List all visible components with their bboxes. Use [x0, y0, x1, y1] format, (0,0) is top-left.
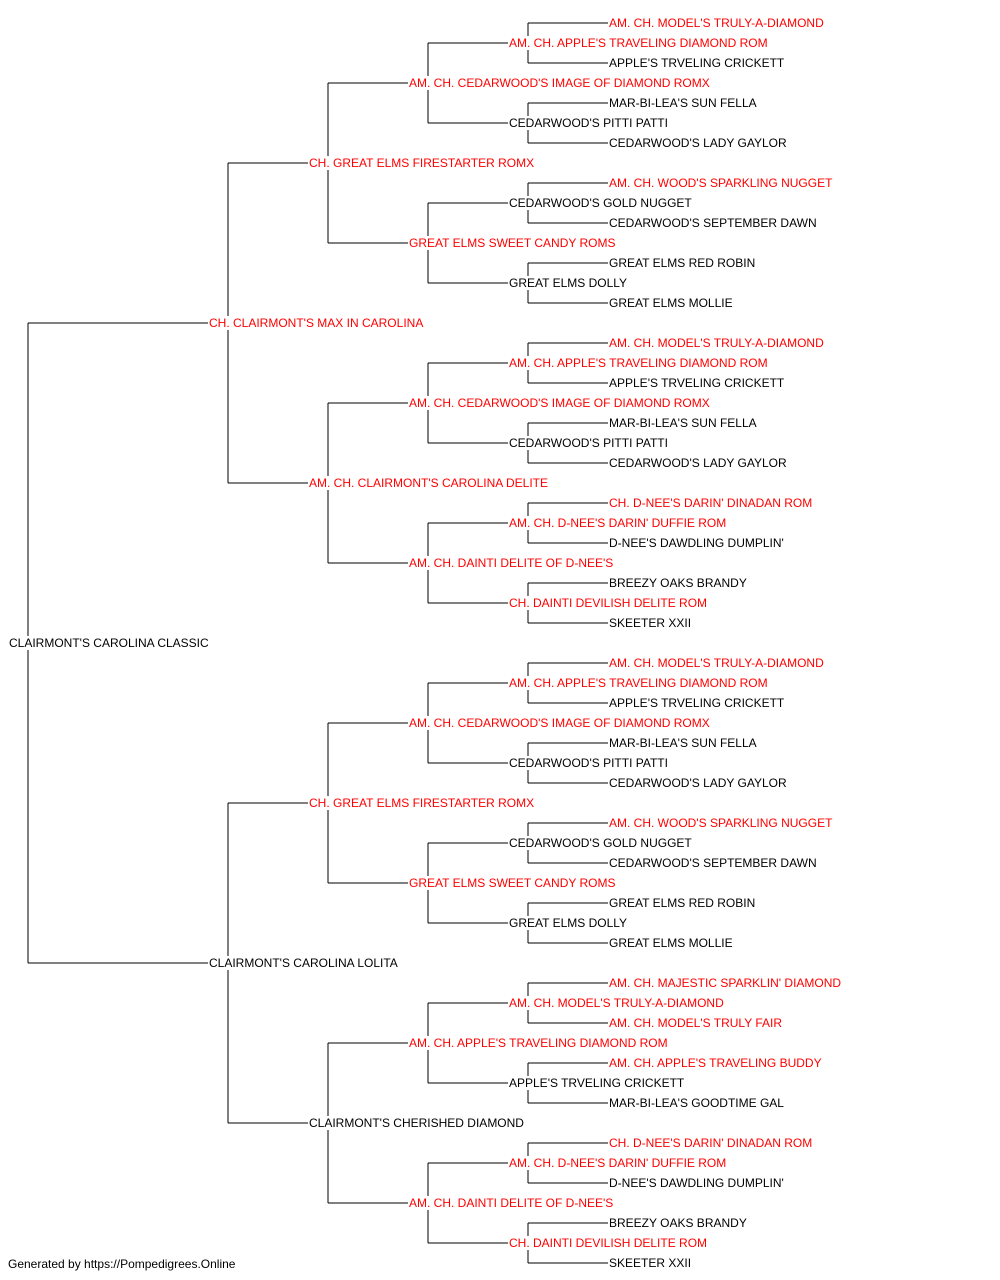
dam-name: CH. DAINTI DEVILISH DELITE ROM: [508, 1236, 709, 1250]
dam-name: AM. CH. CLAIRMONT'S CAROLINA DELITE: [308, 476, 549, 490]
dam-name: APPLE'S TRVELING CRICKETT: [608, 376, 786, 390]
sire-name: AM. CH. D-NEE'S DARIN' DUFFIE ROM: [508, 516, 728, 530]
dam-name: SKEETER XXII: [608, 1256, 693, 1270]
dam-name: AM. CH. DAINTI DELITE OF D-NEE'S: [408, 1196, 615, 1210]
sire-name: AM. CH. MODEL'S TRULY-A-DIAMOND: [608, 16, 825, 30]
sire-name: BREEZY OAKS BRANDY: [608, 576, 748, 590]
sire-name: CH. GREAT ELMS FIRESTARTER ROMX: [308, 796, 536, 810]
sire-name: AM. CH. CEDARWOOD'S IMAGE OF DIAMOND ROM…: [408, 396, 711, 410]
sire-name: AM. CH. APPLE'S TRAVELING BUDDY: [608, 1056, 823, 1070]
sire-name: MAR-BI-LEA'S SUN FELLA: [608, 416, 758, 430]
sire-name: MAR-BI-LEA'S SUN FELLA: [608, 96, 758, 110]
dam-name: GREAT ELMS MOLLIE: [608, 936, 734, 950]
sire-name: AM. CH. WOOD'S SPARKLING NUGGET: [608, 176, 834, 190]
sire-name: AM. CH. WOOD'S SPARKLING NUGGET: [608, 816, 834, 830]
dam-name: GREAT ELMS MOLLIE: [608, 296, 734, 310]
dam-name: D-NEE'S DAWDLING DUMPLIN': [608, 1176, 785, 1190]
sire-name: CEDARWOOD'S GOLD NUGGET: [508, 836, 693, 850]
sire-name: CEDARWOOD'S GOLD NUGGET: [508, 196, 693, 210]
sire-name: AM. CH. MODEL'S TRULY-A-DIAMOND: [608, 656, 825, 670]
sire-name: CH. D-NEE'S DARIN' DINADAN ROM: [608, 496, 814, 510]
dam-name: APPLE'S TRVELING CRICKETT: [608, 696, 786, 710]
dam-name: GREAT ELMS SWEET CANDY ROMS: [408, 876, 617, 890]
dam-name: GREAT ELMS DOLLY: [508, 916, 629, 930]
dam-name: CEDARWOOD'S SEPTEMBER DAWN: [608, 216, 818, 230]
dam-name: AM. CH. DAINTI DELITE OF D-NEE'S: [408, 556, 615, 570]
sire-name: AM. CH. MODEL'S TRULY-A-DIAMOND: [608, 336, 825, 350]
sire-name: CH. D-NEE'S DARIN' DINADAN ROM: [608, 1136, 814, 1150]
sire-name: AM. CH. CEDARWOOD'S IMAGE OF DIAMOND ROM…: [408, 716, 711, 730]
dam-name: CEDARWOOD'S LADY GAYLOR: [608, 456, 788, 470]
footer-credit: Generated by https://Pompedigrees.Online: [8, 1257, 236, 1271]
sire-name: MAR-BI-LEA'S SUN FELLA: [608, 736, 758, 750]
sire-name: AM. CH. MODEL'S TRULY-A-DIAMOND: [508, 996, 725, 1010]
dam-name: D-NEE'S DAWDLING DUMPLIN': [608, 536, 785, 550]
dam-name: SKEETER XXII: [608, 616, 693, 630]
sire-name: AM. CH. APPLE'S TRAVELING DIAMOND ROM: [508, 676, 769, 690]
sire-name: AM. CH. APPLE'S TRAVELING DIAMOND ROM: [408, 1036, 669, 1050]
dam-name: CLAIRMONT'S CAROLINA LOLITA: [208, 956, 399, 970]
sire-name: AM. CH. D-NEE'S DARIN' DUFFIE ROM: [508, 1156, 728, 1170]
dam-name: CH. DAINTI DEVILISH DELITE ROM: [508, 596, 709, 610]
sire-name: CH. CLAIRMONT'S MAX IN CAROLINA: [208, 316, 425, 330]
dam-name: CEDARWOOD'S LADY GAYLOR: [608, 136, 788, 150]
sire-name: AM. CH. APPLE'S TRAVELING DIAMOND ROM: [508, 356, 769, 370]
dam-name: CEDARWOOD'S PITTI PATTI: [508, 436, 669, 450]
subject-dog-name: CLAIRMONT'S CAROLINA CLASSIC: [8, 636, 210, 650]
dam-name: CEDARWOOD'S LADY GAYLOR: [608, 776, 788, 790]
sire-name: CH. GREAT ELMS FIRESTARTER ROMX: [308, 156, 536, 170]
sire-name: BREEZY OAKS BRANDY: [608, 1216, 748, 1230]
sire-name: AM. CH. CEDARWOOD'S IMAGE OF DIAMOND ROM…: [408, 76, 711, 90]
dam-name: CEDARWOOD'S PITTI PATTI: [508, 756, 669, 770]
sire-name: AM. CH. APPLE'S TRAVELING DIAMOND ROM: [508, 36, 769, 50]
dam-name: MAR-BI-LEA'S GOODTIME GAL: [608, 1096, 785, 1110]
dam-name: AM. CH. MODEL'S TRULY FAIR: [608, 1016, 783, 1030]
sire-name: GREAT ELMS RED ROBIN: [608, 256, 757, 270]
dam-name: CEDARWOOD'S PITTI PATTI: [508, 116, 669, 130]
dam-name: APPLE'S TRVELING CRICKETT: [508, 1076, 686, 1090]
dam-name: GREAT ELMS DOLLY: [508, 276, 629, 290]
dam-name: CLAIRMONT'S CHERISHED DIAMOND: [308, 1116, 525, 1130]
dam-name: GREAT ELMS SWEET CANDY ROMS: [408, 236, 617, 250]
dam-name: CEDARWOOD'S SEPTEMBER DAWN: [608, 856, 818, 870]
sire-name: GREAT ELMS RED ROBIN: [608, 896, 757, 910]
dam-name: APPLE'S TRVELING CRICKETT: [608, 56, 786, 70]
sire-name: AM. CH. MAJESTIC SPARKLIN' DIAMOND: [608, 976, 843, 990]
